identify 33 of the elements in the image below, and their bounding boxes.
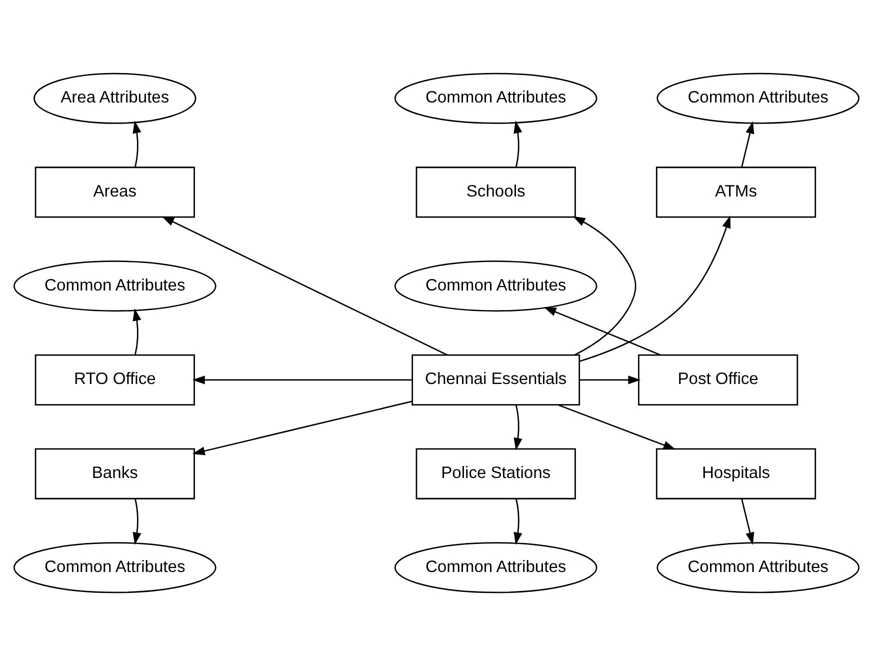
node-box: Police Stations <box>416 448 576 499</box>
arrow <box>572 216 636 356</box>
arrow <box>132 120 142 167</box>
node-ellipse: Common Attributes <box>394 72 598 124</box>
node-box: Banks <box>34 448 195 499</box>
node-ellipse: Common Attributes <box>13 542 216 593</box>
node-ellipse: Common Attributes <box>394 542 598 593</box>
node-ellipse: Common Attributes <box>13 260 216 312</box>
node-box: Hospitals <box>656 448 816 499</box>
arrow <box>514 120 522 167</box>
node-box: Post Office <box>638 354 798 405</box>
arrow <box>741 120 754 167</box>
node-ellipse: Area Attributes <box>34 72 196 124</box>
node-ellipse: Common Attributes <box>656 542 860 593</box>
node-box: Chennai Essentials <box>412 354 580 405</box>
arrow <box>558 404 676 450</box>
arrow <box>192 375 412 384</box>
node-ellipse: Common Attributes <box>394 260 598 312</box>
arrow <box>514 498 522 544</box>
node-box: Areas <box>34 166 195 218</box>
arrow <box>580 375 641 384</box>
arrow <box>162 216 448 356</box>
arrow <box>514 404 522 450</box>
node-ellipse: Common Attributes <box>656 72 860 124</box>
node-box: RTO Office <box>34 354 195 405</box>
arrow <box>580 215 731 362</box>
node-box: Schools <box>416 166 576 218</box>
arrow <box>544 306 661 356</box>
arrow <box>741 498 754 544</box>
node-box: ATMs <box>656 166 816 218</box>
arrow <box>192 400 412 455</box>
arrow <box>132 308 142 354</box>
arrow <box>132 498 142 544</box>
